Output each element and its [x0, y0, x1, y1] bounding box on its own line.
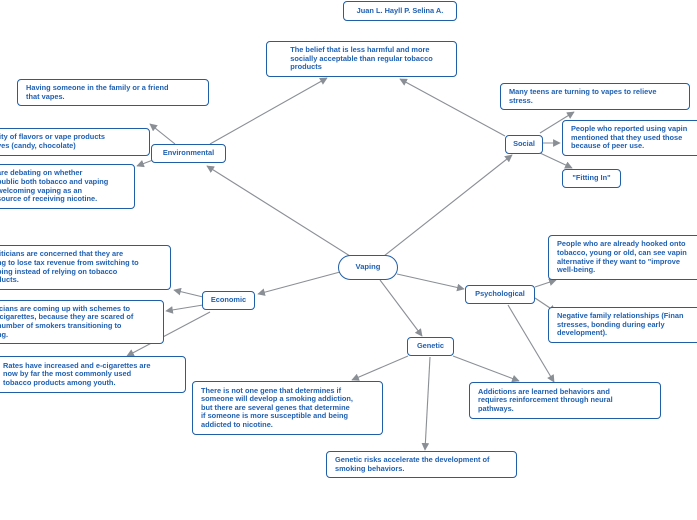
branch-social[interactable]: Social: [505, 135, 543, 154]
branch-psychological[interactable]: Psychological: [465, 285, 535, 304]
genetic-note-risks[interactable]: Genetic risks accelerate the development…: [326, 451, 517, 478]
edge-genetic-addictions: [452, 355, 520, 383]
env-note-flavors[interactable]: lity of flavors or vape products ves (ca…: [0, 128, 150, 156]
edge-env-topic: [209, 77, 328, 145]
edge-vaping-genetic: [379, 279, 423, 337]
social-note-peer[interactable]: People who reported using vapin mentione…: [562, 120, 697, 156]
econ-note-tax[interactable]: liticians are concerned that they are ng…: [0, 245, 171, 290]
econ-note-rates[interactable]: Rates have increased and e-cigarettes ar…: [0, 356, 186, 393]
env-note-debating[interactable]: are debating on whether public both toba…: [0, 164, 135, 209]
edge-vaping-social: [383, 154, 513, 257]
genetic-note-gene[interactable]: There is not one gene that determines if…: [192, 381, 383, 435]
edge-social-topic: [399, 78, 506, 137]
edge-genetic-gene: [351, 355, 409, 381]
edge-vaping-psychological: [396, 273, 465, 292]
edge-vaping-economic: [257, 271, 341, 296]
env-note-family[interactable]: Having someone in the family or a friend…: [17, 79, 209, 106]
psych-note-addictions[interactable]: Addictions are learned behaviors and req…: [469, 382, 661, 419]
branch-economic[interactable]: Economic: [202, 291, 255, 310]
edge-econ-tax: [173, 287, 204, 298]
edge-env-family: [149, 123, 176, 145]
center-node-vaping[interactable]: Vaping: [338, 255, 398, 280]
branch-environmental[interactable]: Environmental: [151, 144, 226, 163]
edge-vaping-environmental: [206, 165, 351, 257]
econ-note-schemes[interactable]: icians are coming up with schemes to -ci…: [0, 300, 164, 344]
edge-genetic-risks: [421, 356, 431, 451]
social-note-stress[interactable]: Many teens are turning to vapes to relie…: [500, 83, 690, 110]
topic-note-belief[interactable]: The belief that is less harmful and more…: [266, 41, 457, 77]
edge-econ-schemes: [165, 304, 204, 314]
authors-title-node[interactable]: Juan L. Hayll P. Selina A.: [343, 1, 457, 21]
edge-psych-hooked: [534, 278, 557, 288]
psych-note-family[interactable]: Negative family relationships (Finan str…: [548, 307, 697, 343]
branch-genetic[interactable]: Genetic: [407, 337, 454, 356]
psych-note-hooked[interactable]: People who are already hooked onto tobac…: [548, 235, 697, 280]
social-note-fitting-in[interactable]: "Fitting In": [562, 169, 621, 188]
